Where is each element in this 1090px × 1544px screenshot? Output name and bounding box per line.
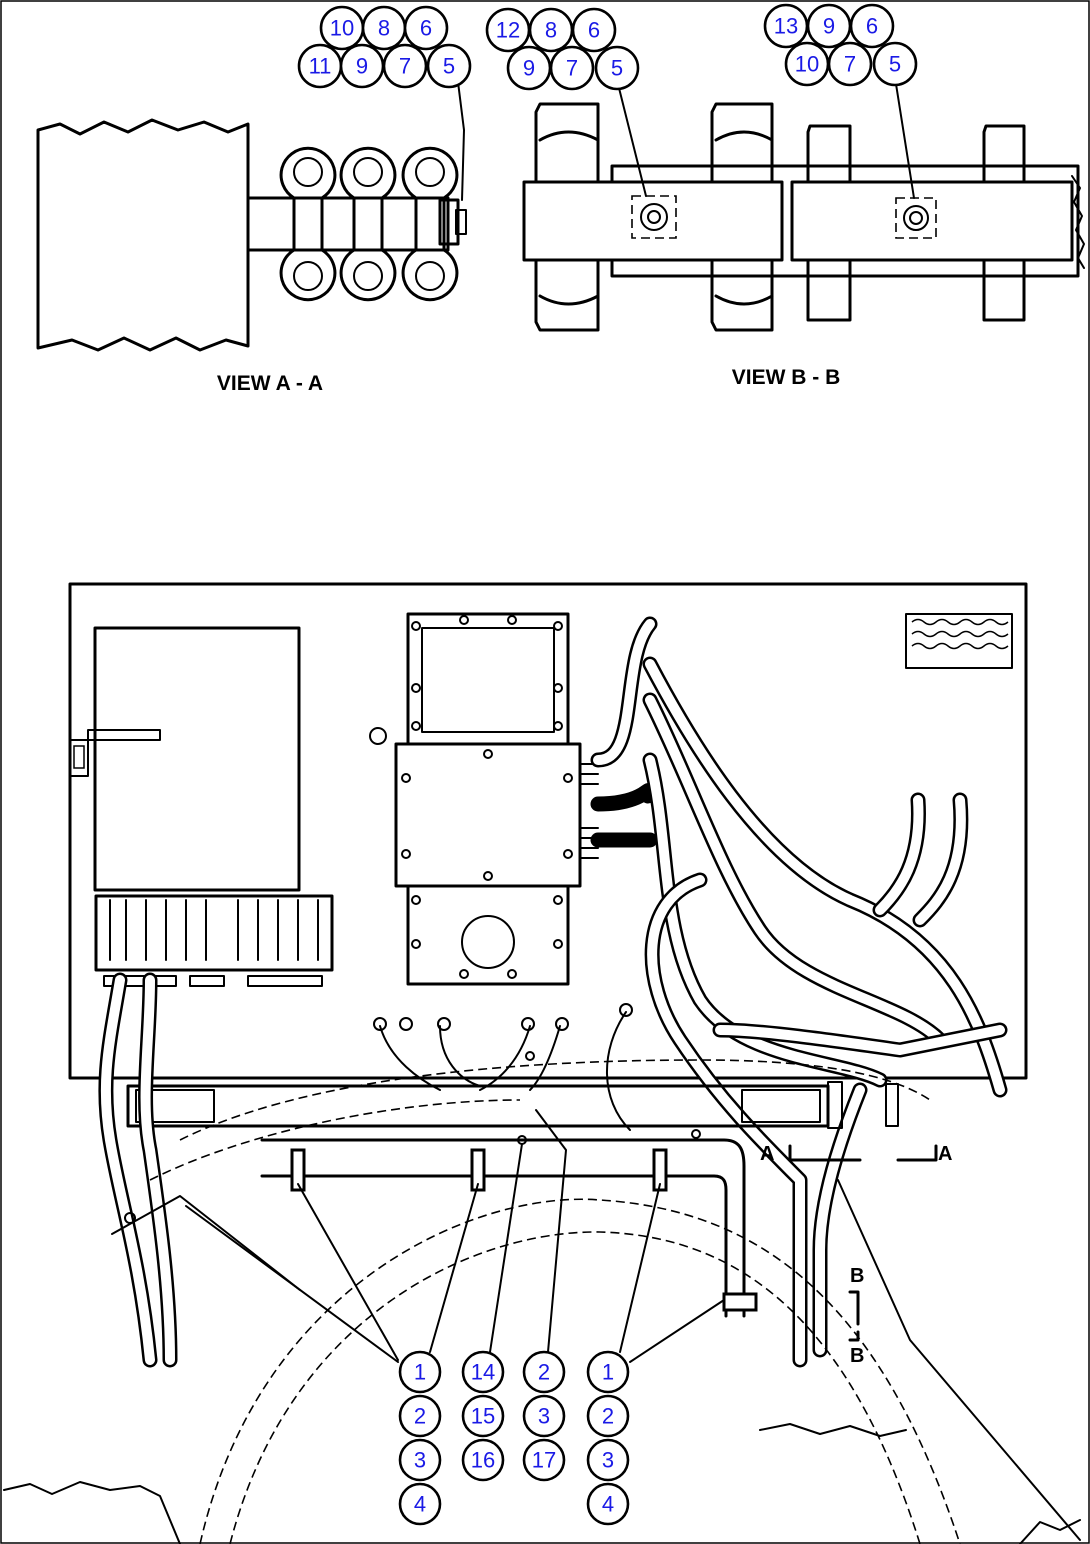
callout-bubble: 14: [461, 1350, 505, 1394]
callout-number: 6: [866, 14, 878, 39]
section-markers: [788, 1144, 938, 1342]
view-b-drawing: [522, 102, 1085, 332]
callout-number: 14: [471, 1360, 495, 1385]
callout-number: 5: [443, 54, 455, 79]
callout-bubble: 7: [827, 41, 873, 87]
terminal-box-base: [406, 884, 570, 986]
callouts-main-col2: 14 15 16: [461, 1350, 505, 1482]
callout-bubble: 11: [297, 43, 343, 89]
callout-bubble: 3: [522, 1394, 566, 1438]
main-assembly: [3, 582, 1081, 1544]
callout-bubble: 7: [549, 45, 595, 91]
callout-number: 2: [538, 1360, 550, 1385]
view-b-title: VIEW B - B: [732, 366, 841, 389]
callout-bubble: 16: [461, 1438, 505, 1482]
section-a-left: A: [760, 1143, 774, 1165]
callout-bubble: 7: [382, 43, 428, 89]
callout-number: 6: [420, 16, 432, 41]
callout-bubble: 2: [522, 1350, 566, 1394]
callout-number: 8: [378, 16, 390, 41]
callout-bubble: 10: [784, 41, 830, 87]
callout-bubble: 4: [398, 1482, 442, 1526]
callout-bubble: 3: [398, 1438, 442, 1482]
callout-number: 3: [414, 1448, 426, 1473]
section-a-right: A: [938, 1143, 952, 1165]
callout-bubble: 15: [461, 1394, 505, 1438]
callout-number: 5: [889, 52, 901, 77]
callout-number: 4: [602, 1492, 614, 1517]
callout-bubble: 5: [594, 45, 640, 91]
view-a-drawing: [36, 118, 467, 352]
callout-number: 13: [774, 14, 798, 39]
callouts-main-col1: 1 2 3 4: [398, 1350, 442, 1526]
callout-number: 1: [414, 1360, 426, 1385]
callout-bubble: 3: [586, 1438, 630, 1482]
callout-number: 11: [309, 54, 332, 79]
callout-bubble: 5: [872, 41, 918, 87]
terminal-box-top: [406, 612, 570, 746]
callouts-main-col4: 1 2 3 4: [586, 1350, 630, 1526]
callout-number: 10: [795, 52, 819, 77]
control-box: [93, 626, 301, 892]
callout-bubble: 9: [339, 43, 385, 89]
callout-number: 7: [566, 56, 578, 81]
callout-bubble: 8: [528, 7, 574, 53]
callout-bubble: 10: [319, 5, 365, 51]
callout-number: 15: [471, 1404, 495, 1429]
callout-bubble: 6: [849, 3, 895, 49]
callout-number: 6: [588, 18, 600, 43]
top-leader-lines: [457, 81, 915, 201]
callout-number: 4: [414, 1492, 426, 1517]
view-a-title: VIEW A - A: [217, 372, 323, 395]
callouts-view-b-left: 12 8 6 9 7 5: [485, 7, 640, 91]
callout-number: 8: [545, 18, 557, 43]
main-leader-lines: [185, 1109, 725, 1363]
callout-bubble: 4: [586, 1482, 630, 1526]
callout-bubble: 9: [506, 45, 552, 91]
callouts-view-b-right: 13 9 6 10 7 5: [763, 3, 918, 87]
callouts-main-col3: 2 3 17: [522, 1350, 566, 1482]
hose-bundle-right: [642, 656, 1008, 1368]
callout-number: 10: [330, 16, 354, 41]
callout-number: 2: [602, 1404, 614, 1429]
callout-number: 17: [532, 1448, 556, 1473]
callout-number: 5: [611, 56, 623, 81]
mounting-panel: [68, 582, 1028, 1080]
callout-bubble: 9: [806, 3, 852, 49]
callout-number: 9: [523, 56, 535, 81]
callout-bubble: 12: [485, 7, 531, 53]
terminal-box: [394, 742, 582, 888]
section-b-top: B: [850, 1265, 864, 1287]
callout-bubble: 2: [398, 1394, 442, 1438]
callout-number: 3: [538, 1404, 550, 1429]
callout-bubble: 8: [361, 5, 407, 51]
callout-bubble: 17: [522, 1438, 566, 1482]
callout-number: 7: [399, 54, 411, 79]
callout-number: 9: [356, 54, 368, 79]
callout-number: 9: [823, 14, 835, 39]
callout-number: 1: [602, 1360, 614, 1385]
section-b-bottom: B: [850, 1345, 864, 1367]
callout-number: 7: [844, 52, 856, 77]
callout-bubble: 13: [763, 3, 809, 49]
callout-bubble: 5: [426, 43, 472, 89]
callout-number: 12: [496, 18, 520, 43]
callout-bubble: 2: [586, 1394, 630, 1438]
callout-bubble: 1: [586, 1350, 630, 1394]
callout-bubble: 6: [571, 7, 617, 53]
callouts-view-a: 10 8 6 11 9 7 5: [297, 5, 472, 89]
callout-number: 16: [471, 1448, 495, 1473]
vent-grille: [905, 613, 1013, 669]
callout-bubble: 6: [403, 5, 449, 51]
callout-number: 3: [602, 1448, 614, 1473]
callout-bubble: 1: [398, 1350, 442, 1394]
callout-number: 2: [414, 1404, 426, 1429]
